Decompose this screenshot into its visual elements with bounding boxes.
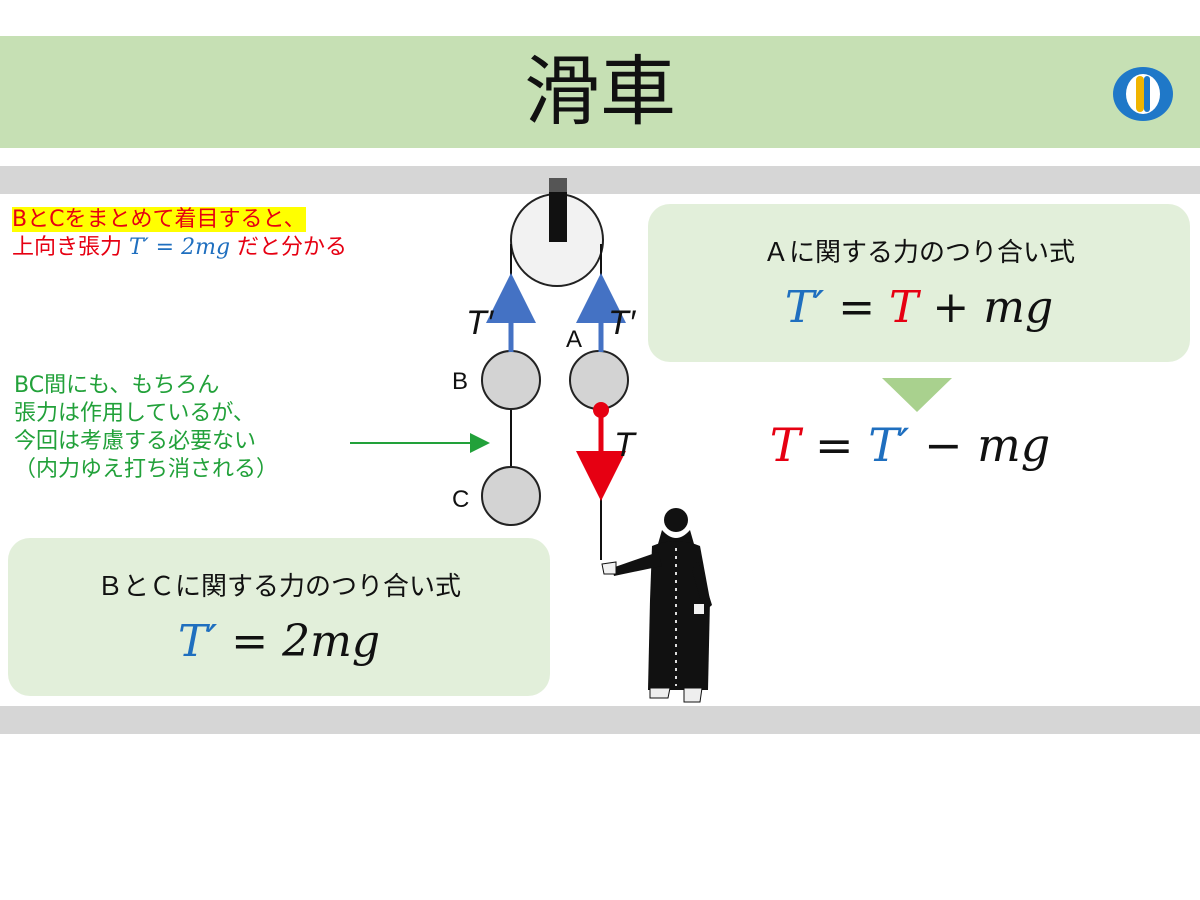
result-eq: = xyxy=(800,418,869,472)
note-red-math: T′ = 2mg xyxy=(129,235,231,261)
label-c: C xyxy=(452,486,470,513)
box-bc-heading: ＢとＣに関する力のつり合い式 xyxy=(96,572,461,602)
equation-box-bc: ＢとＣに関する力のつり合い式 T′ = 2mg xyxy=(8,538,550,696)
weight-a xyxy=(569,350,629,410)
result-t: T xyxy=(769,418,801,472)
box-a-equation: T′ = T + mg xyxy=(648,282,1190,333)
weight-c xyxy=(481,466,541,526)
box-bc-equation: T′ = 2mg xyxy=(8,616,550,667)
note-red-line1: BとCをまとめて着目すると、 xyxy=(12,207,306,232)
label-t-prime-right: T′ xyxy=(608,304,636,342)
box-a-t: T xyxy=(889,282,919,333)
note-red-prefix: 上向き張力 xyxy=(12,235,123,261)
note-green: BC間にも、もちろん 張力は作用しているが、 今回は考慮する必要ない （内力ゆえ… xyxy=(14,372,278,485)
label-b: B xyxy=(452,368,469,395)
brand-logo-icon xyxy=(1113,67,1173,121)
title-bar xyxy=(0,36,1200,148)
box-a-t-prime: T′ xyxy=(784,282,825,333)
result-rest: − mg xyxy=(909,418,1051,472)
down-triangle xyxy=(882,378,952,412)
box-bc-rest: = 2mg xyxy=(217,616,381,667)
note-green-line: 今回は考慮する必要ない xyxy=(14,429,257,455)
force-point xyxy=(593,402,609,418)
person-figure xyxy=(601,508,712,703)
label-a: A xyxy=(566,326,583,353)
weight-b xyxy=(481,350,541,410)
box-bc-t-prime: T′ xyxy=(177,616,218,667)
box-a-op: = xyxy=(824,282,890,333)
note-red: BとCをまとめて着目すると、 上向き張力 T′ = 2mg だと分かる xyxy=(12,206,347,262)
note-green-line: （内力ゆえ打ち消される） xyxy=(14,457,279,483)
note-red-suffix: だと分かる xyxy=(237,235,348,261)
equation-box-a: Ａに関する力のつり合い式 T′ = T + mg xyxy=(648,204,1190,362)
label-t: T xyxy=(614,426,635,464)
label-t-prime-left: T′ xyxy=(466,304,494,342)
pulley-mount xyxy=(549,178,567,242)
bottom-band xyxy=(0,706,1200,734)
result-t-prime: T′ xyxy=(868,418,910,472)
note-green-line: 張力は作用しているが、 xyxy=(14,401,255,427)
note-green-line: BC間にも、もちろん xyxy=(14,373,220,398)
page-title: 滑車 xyxy=(524,47,676,136)
box-a-heading: Ａに関する力のつり合い式 xyxy=(762,238,1075,268)
top-band xyxy=(0,166,1200,194)
result-equation: T = T′ − mg xyxy=(700,418,1120,472)
box-a-rest: + mg xyxy=(918,282,1054,333)
